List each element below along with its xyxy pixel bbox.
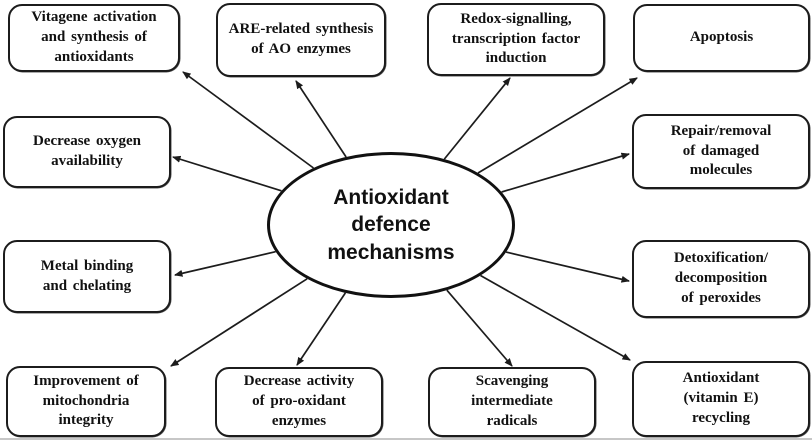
edge-center-to-mitochondria xyxy=(170,278,308,367)
figure-bottom-rule xyxy=(0,438,812,440)
edge-center-to-vitamin_e xyxy=(480,274,631,361)
node-label: Apoptosis xyxy=(689,29,754,46)
edge-center-to-oxygen xyxy=(172,155,282,192)
edge-center-to-metal xyxy=(174,250,276,277)
node-label: Antioxidant(vitamin E)recycling xyxy=(682,370,760,426)
edge-center-to-detox xyxy=(505,251,630,283)
edge-center-to-vitagene xyxy=(182,71,315,169)
edge-center-to-redox xyxy=(443,77,511,160)
edge-center-to-are xyxy=(295,80,347,158)
edge-center-to-repair xyxy=(501,152,630,193)
node-vitamin-e-recycling: Antioxidant(vitamin E)recycling xyxy=(632,361,810,437)
edge-center-to-scavenging xyxy=(446,289,513,367)
node-apoptosis: Apoptosis xyxy=(633,4,810,72)
edge-center-to-prooxidant xyxy=(296,292,347,366)
edge-center-to-apoptosis xyxy=(477,77,638,174)
